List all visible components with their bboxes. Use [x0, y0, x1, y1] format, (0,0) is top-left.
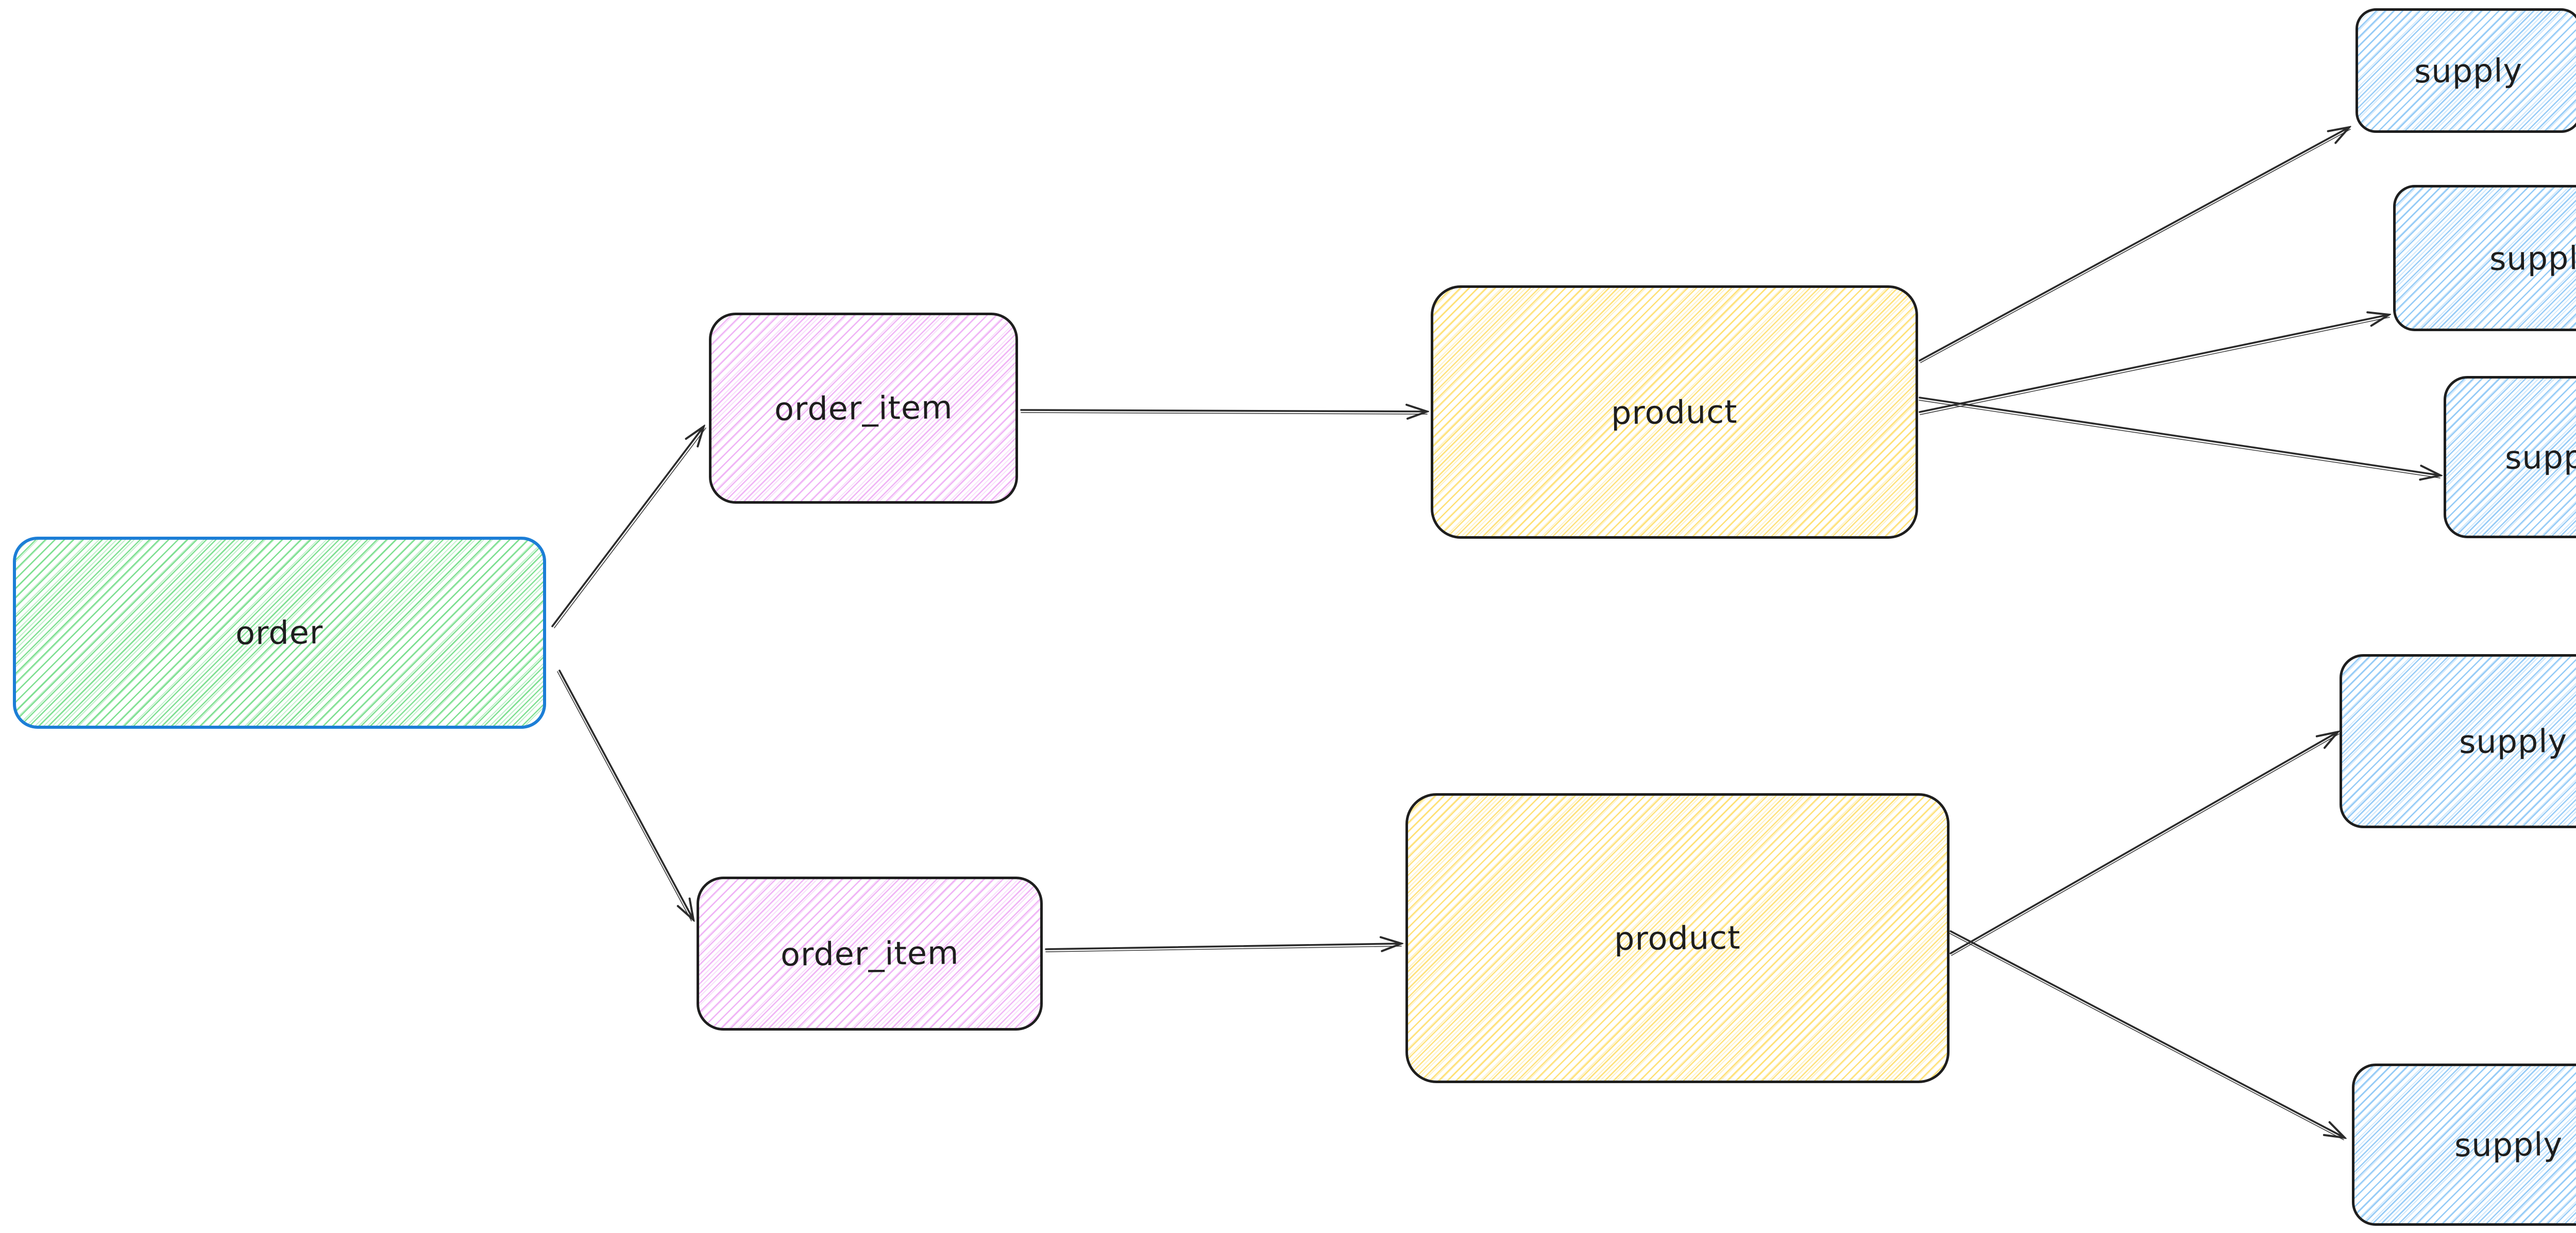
node-supply-5-label: supply: [2454, 1125, 2563, 1164]
node-order-item-bottom-label: order_item: [780, 934, 959, 973]
node-product-top-label: product: [1611, 392, 1738, 432]
arrow-order-item-bottom-to-product-bottom[interactable]: [1045, 944, 1401, 952]
node-product-bottom[interactable]: product: [1405, 793, 1950, 1083]
node-order[interactable]: order: [13, 537, 546, 729]
node-supply-1-label: supply: [2414, 51, 2523, 90]
node-supply-4[interactable]: supply: [2340, 654, 2576, 828]
arrow-order-item-top-to-product-top[interactable]: [1020, 410, 1427, 414]
node-order-item-top-label: order_item: [774, 388, 953, 428]
node-product-bottom-label: product: [1614, 918, 1741, 958]
node-supply-4-label: supply: [2459, 722, 2568, 761]
arrow-order-to-order-item-top[interactable]: [551, 426, 706, 628]
node-supply-1[interactable]: supply: [2355, 8, 2576, 133]
arrow-product-bottom-to-supply-5[interactable]: [1949, 930, 2345, 1140]
node-order-label: order: [235, 613, 324, 652]
node-supply-5[interactable]: supply: [2352, 1064, 2576, 1226]
arrow-product-top-to-supply-2[interactable]: [1919, 315, 2389, 415]
node-order-item-bottom[interactable]: order_item: [697, 877, 1043, 1031]
node-order-item-top[interactable]: order_item: [709, 313, 1018, 504]
node-supply-3[interactable]: supply: [2444, 376, 2576, 538]
node-supply-2-label: supply: [2489, 238, 2576, 278]
node-supply-3-label: supply: [2504, 437, 2576, 477]
node-supply-2[interactable]: supply: [2393, 185, 2576, 331]
arrow-product-bottom-to-supply-4[interactable]: [1950, 732, 2339, 956]
arrow-order-to-order-item-bottom[interactable]: [557, 670, 693, 921]
node-product-top[interactable]: product: [1431, 285, 1918, 539]
arrow-product-top-to-supply-3[interactable]: [1919, 397, 2441, 478]
arrow-product-top-to-supply-1[interactable]: [1919, 127, 2350, 363]
